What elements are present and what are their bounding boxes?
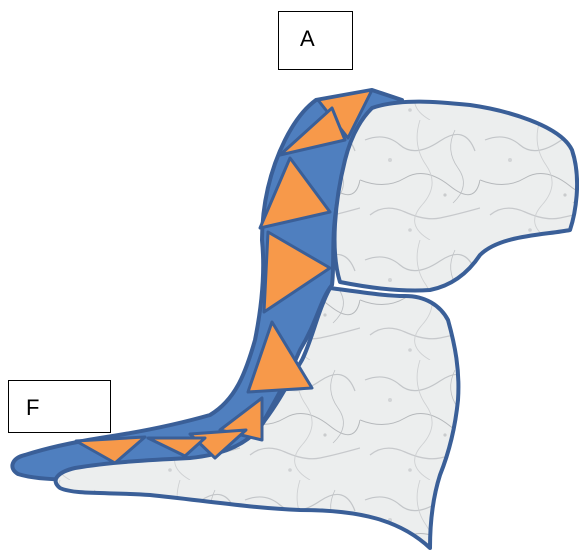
label-box-a: A [278, 11, 353, 70]
label-box-f: F [8, 380, 111, 433]
upper-stone-block [335, 102, 578, 291]
label-f-text: F [26, 395, 39, 420]
label-a-text: A [300, 26, 315, 51]
